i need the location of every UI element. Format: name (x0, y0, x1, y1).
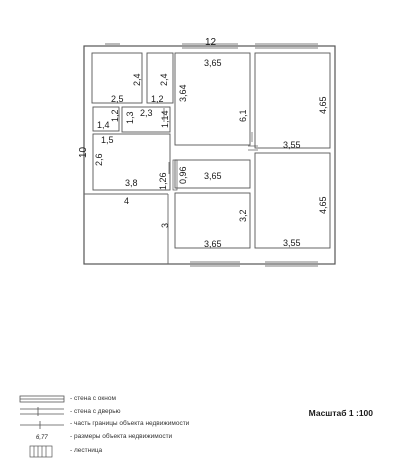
right-bottom-height-label: 4,65 (318, 196, 328, 214)
legend-symbol-boundary (20, 421, 64, 429)
dim-1-4-label: 1,4 (97, 120, 110, 130)
legend-symbol-door-wall (20, 407, 64, 416)
porch-height-label: 3 (160, 223, 170, 228)
bottom-windows (190, 261, 318, 267)
dim-1-2-label: 1,2 (110, 109, 120, 122)
dim-1-26-label: 1,26 (158, 172, 168, 190)
right-bottom-width-label: 3,55 (283, 238, 301, 248)
legend-text-window-wall: - стена с окном (70, 395, 116, 402)
kitchen-height-label: 3,64 (178, 84, 188, 102)
interior-walls (91, 52, 331, 249)
right-top-height-label: 4,65 (318, 96, 328, 114)
top-room-width-label: 3,65 (204, 58, 222, 68)
dim-1-3-label: 1,3 (125, 111, 135, 124)
total-width-label: 12 (205, 37, 217, 48)
door-marks (163, 108, 258, 174)
legend-text-stairs: - лестница (70, 447, 103, 454)
dim-1-14-label: 1,14 (160, 110, 170, 128)
legend-text-boundary: - часть границы объекта недвижимости (70, 420, 190, 427)
legend-symbol-window-wall (19, 395, 65, 403)
legend-symbol-stairs (29, 445, 53, 458)
dim-1-5-label: 1,5 (101, 135, 114, 145)
legend-text-door-wall: - стена с дверью (70, 408, 121, 415)
outer-wall (83, 45, 336, 265)
hall-width-label: 3,8 (125, 178, 138, 188)
wc-width-label: 1,2 (151, 94, 164, 104)
small-room-width-label: 2,5 (111, 94, 124, 104)
corridor-length-label: 6,1 (238, 109, 248, 122)
wc-height-label: 2,4 (159, 73, 169, 86)
legend-text-dimension: - размеры объекта недвижимости (70, 433, 173, 440)
top-windows (105, 43, 318, 49)
bottom-room-width-label: 3,65 (204, 239, 222, 249)
dim-2-3-label: 2,3 (140, 108, 153, 118)
bottom-room-height-label: 3,2 (238, 209, 248, 222)
total-height-label: 10 (78, 146, 89, 158)
hall-height-label: 2,6 (94, 153, 104, 166)
middle-width-label: 3,65 (204, 171, 222, 181)
door-width-label: 0,96 (178, 166, 188, 184)
scale-label: Масштаб 1 :100 (308, 408, 373, 418)
porch-width-label: 4 (124, 196, 129, 206)
small-room-height-label: 2,4 (132, 73, 142, 86)
right-top-width-label: 3,55 (283, 140, 301, 150)
legend-sample-dimension: 6,77 (36, 435, 48, 441)
